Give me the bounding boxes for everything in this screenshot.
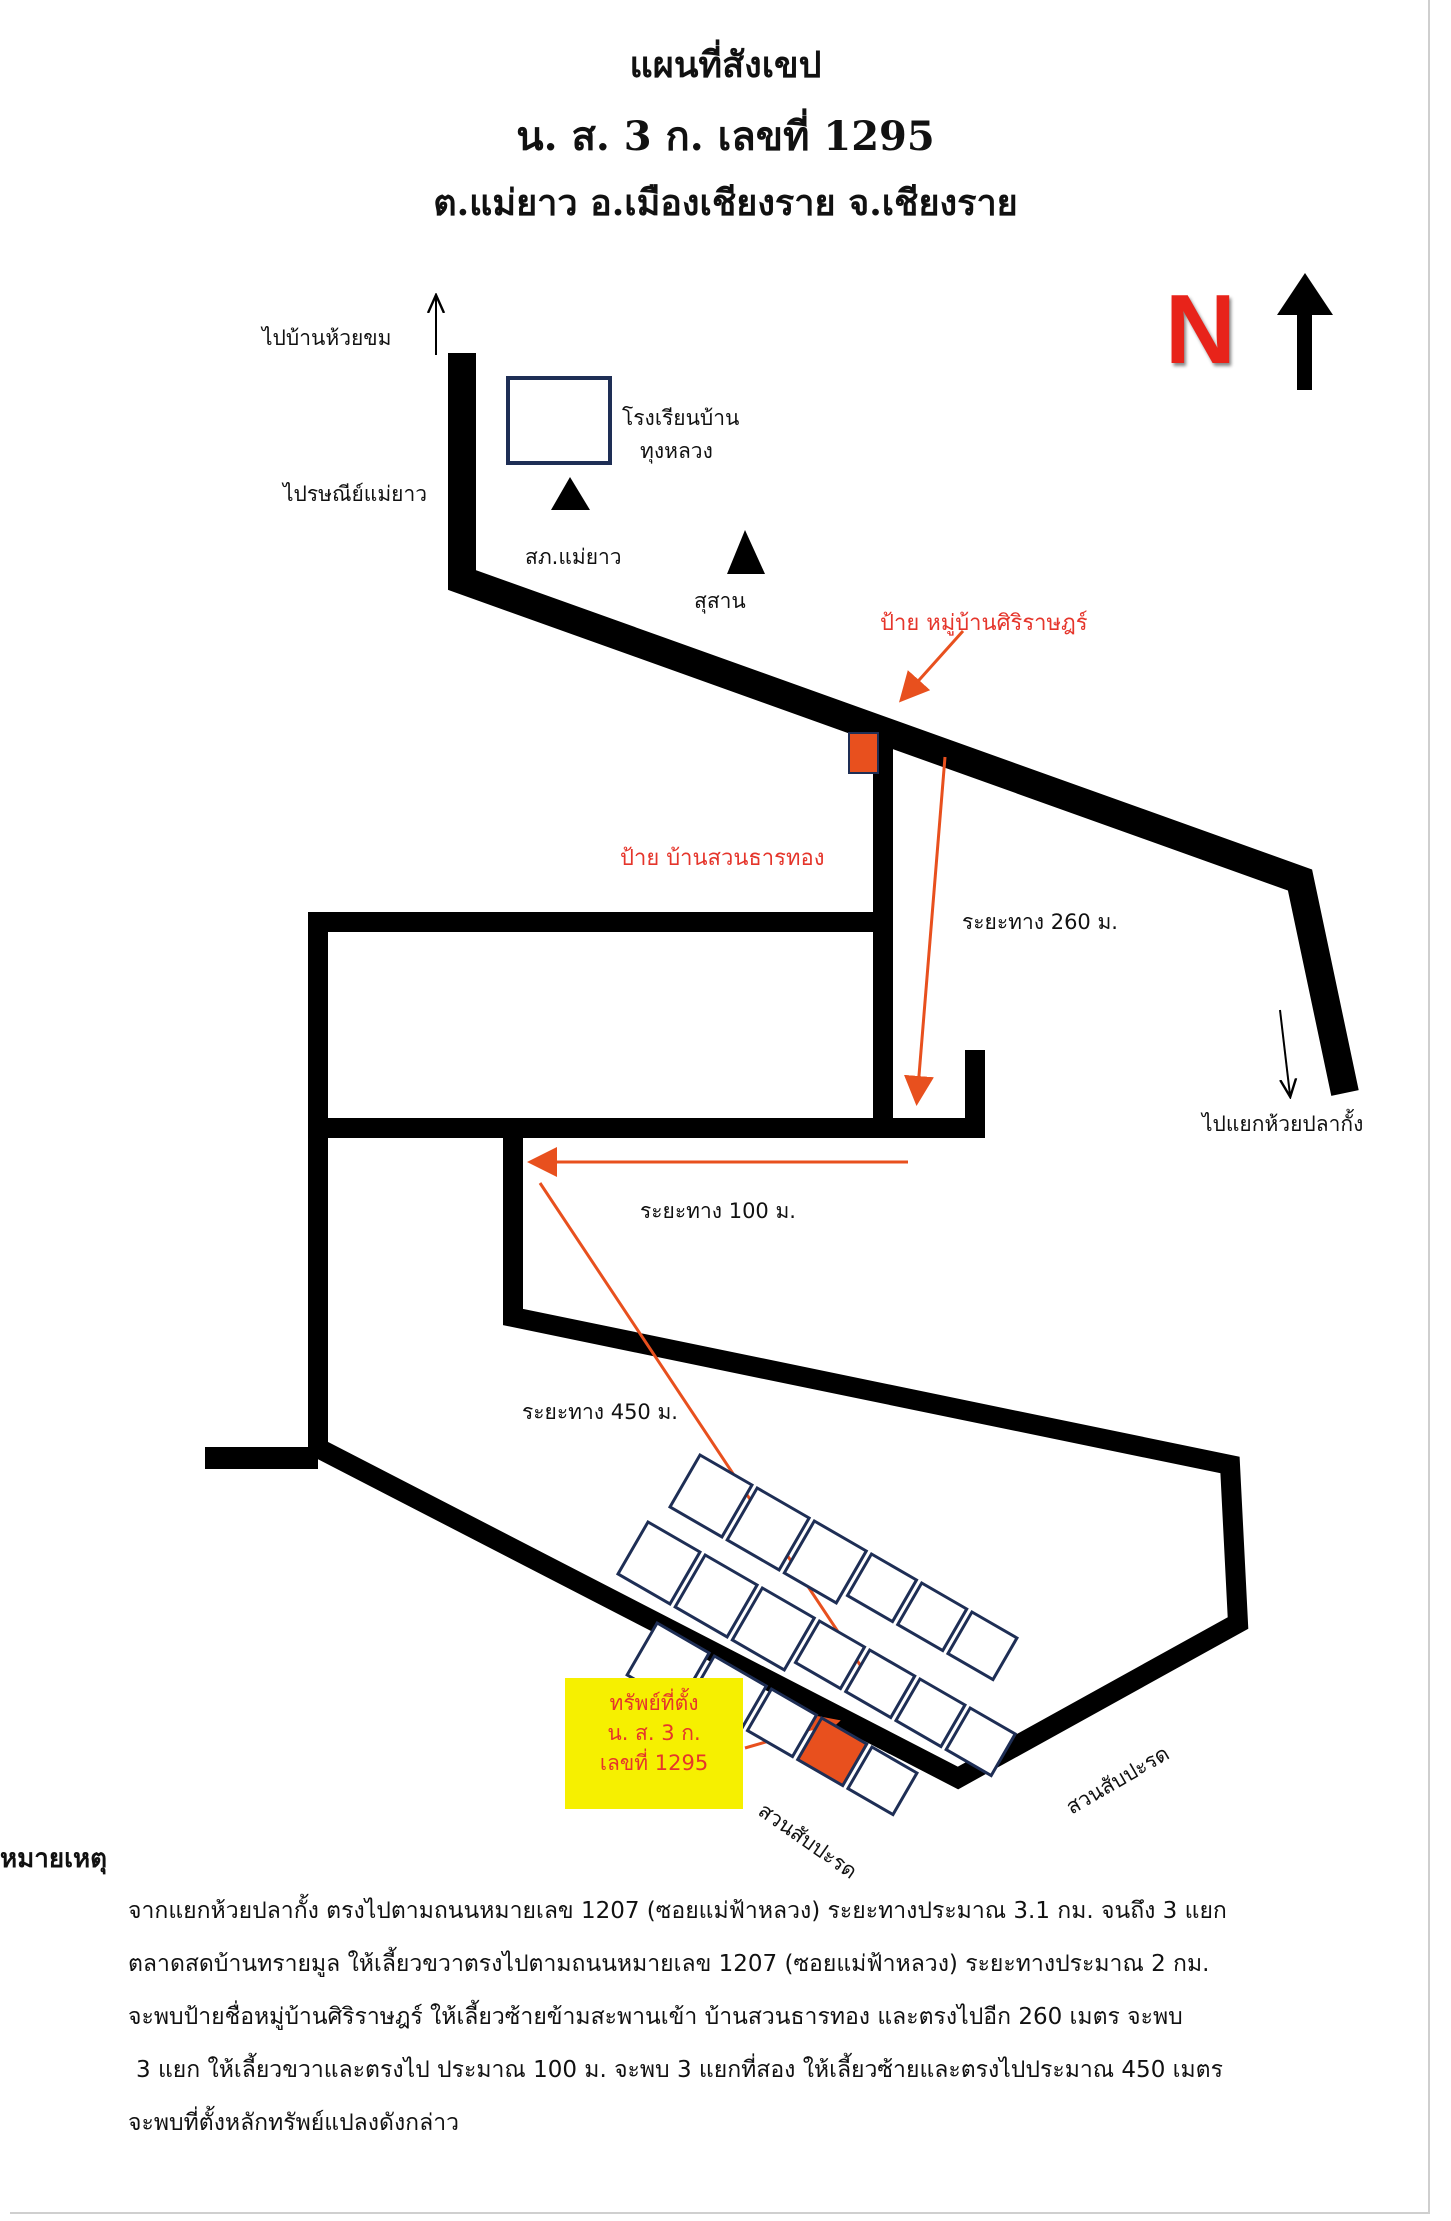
property-deed-type: น. ส. 3 ก. xyxy=(607,1721,701,1745)
north-arrow-icon xyxy=(1277,273,1333,390)
label-garden-sign: ป้าย บ้านสวนธารทอง xyxy=(620,846,825,871)
route-arrows xyxy=(527,629,965,1750)
main-road xyxy=(448,353,1359,1096)
branch-road xyxy=(313,1128,1249,1790)
route-260m-arrow xyxy=(904,756,947,1106)
label-post-office: ไปรษณีย์แม่ยาว xyxy=(283,482,428,506)
label-police-station: สภ.แม่ยาว xyxy=(525,545,622,569)
roads xyxy=(205,353,1359,1790)
cemetery-icon xyxy=(727,530,765,574)
village-sign-marker xyxy=(848,732,879,774)
compass-n-letter: N xyxy=(1165,274,1236,384)
page-border xyxy=(10,0,1430,2214)
arrow-to-village-sign xyxy=(898,629,965,703)
location-title: ต.แม่ยาว อ.เมืองเชียงราย จ.เชียงราย xyxy=(433,182,1018,224)
label-village-sign: ป้าย หมู่บ้านศิริราษฎร์ xyxy=(880,611,1088,636)
label-distance-450: ระยะทาง 450 ม. xyxy=(522,1400,678,1424)
notes-line: จากแยกห้วยปลากั้ง ตรงไปตามถนนหมายเลข 120… xyxy=(128,1898,1227,1924)
police-station-icon xyxy=(551,477,590,510)
map-title: แผนที่สังเขป xyxy=(629,44,822,86)
down-arrow-icon xyxy=(1279,1009,1290,1095)
notes-line: 3 แยก ให้เลี้ยวขวาและตรงไป ประมาณ 100 ม.… xyxy=(136,2057,1223,2083)
property-deed-number: เลขที่ 1295 xyxy=(599,1751,709,1775)
cross-road xyxy=(318,1050,985,1138)
label-distance-260: ระยะทาง 260 ม. xyxy=(962,910,1118,934)
notes-line: จะพบป้ายชื่อหมู่บ้านศิริราษฎร์ ให้เลี้ยว… xyxy=(128,2004,1183,2030)
loop-road xyxy=(308,912,885,1448)
route-450m-arrow xyxy=(538,1182,894,1715)
land-plots xyxy=(615,1452,1020,1817)
property-label: ทรัพย์ที่ตั้ง xyxy=(609,1691,699,1715)
label-to-huay-khom: ไปบ้านห้วยขม xyxy=(262,326,392,350)
notes-heading: หมายเหตุ xyxy=(0,1844,108,1874)
label-to-huay-pla-kang: ไปแยกห้วยปลากั้ง xyxy=(1202,1112,1364,1136)
label-cemetery: สุสาน xyxy=(694,589,746,613)
notes-line: ตลาดสดบ้านทรายมูล ให้เลี้ยวขวาตรงไปตามถน… xyxy=(128,1951,1210,1977)
deed-number-title: น. ส. 3 ก. เลขที่ 1295 xyxy=(516,113,935,160)
property-location-box: ทรัพย์ที่ตั้ง น. ส. 3 ก. เลขที่ 1295 xyxy=(565,1678,743,1809)
label-distance-100: ระยะทาง 100 ม. xyxy=(640,1199,796,1223)
label-school-line1: โรงเรียนบ้าน xyxy=(622,406,740,430)
directions-notes: จากแยกห้วยปลากั้ง ตรงไปตามถนนหมายเลข 120… xyxy=(128,1885,1227,2150)
school-building xyxy=(506,376,612,465)
notes-line: จะพบที่ตั้งหลักทรัพย์แปลงดังกล่าว xyxy=(128,2110,460,2136)
label-school-line2: ทุงหลวง xyxy=(640,439,713,463)
